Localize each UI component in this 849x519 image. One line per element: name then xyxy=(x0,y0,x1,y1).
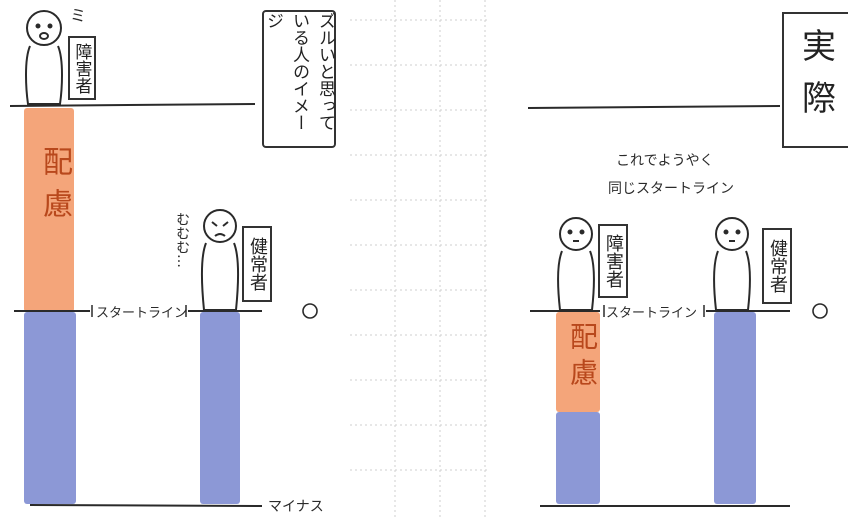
left-zero-label: O xyxy=(296,296,297,297)
right-note-line-1: これでようやく xyxy=(616,153,714,169)
left-start-line-label: スタートライン xyxy=(96,306,188,321)
left-panel xyxy=(9,10,318,507)
left-caption: ズルいと思っている人のイメージ xyxy=(263,12,335,131)
left-healthy-blue-bar xyxy=(200,312,240,504)
left-exclaim-mark: ミ xyxy=(70,6,87,25)
right-consideration-label: 配慮 xyxy=(566,322,599,394)
right-title: 実際 xyxy=(795,28,836,132)
right-disabled-label-box: 障害者 xyxy=(598,224,628,298)
left-disabled-blue-bar xyxy=(24,312,76,504)
left-minus-label: マイナス xyxy=(268,499,324,515)
left-consideration-label: 配慮 xyxy=(37,146,72,230)
right-top-line xyxy=(527,105,781,109)
left-healthy-label: 健常者 xyxy=(247,237,268,291)
right-healthy-label: 健常者 xyxy=(767,239,788,293)
right-consideration-bar xyxy=(556,312,600,412)
left-top-line xyxy=(9,103,256,107)
right-healthy-person xyxy=(713,217,751,311)
right-title-box: 実際 xyxy=(782,12,848,148)
right-note-line-2: 同じスタートライン xyxy=(608,181,734,197)
right-start-line-label: スタートライン xyxy=(606,306,698,321)
right-disabled-person xyxy=(557,217,595,311)
dotted-grid xyxy=(350,0,490,519)
left-healthy-label-box: 健常者 xyxy=(242,226,272,302)
right-panel xyxy=(527,105,828,507)
left-consideration-bar xyxy=(24,108,74,312)
left-healthy-person xyxy=(201,209,239,311)
left-disabled-label: 障害者 xyxy=(71,42,92,94)
right-disabled-label: 障害者 xyxy=(603,234,624,288)
left-zero-circle xyxy=(302,303,318,319)
right-disabled-blue-bar xyxy=(556,412,600,504)
right-zero-label: O xyxy=(806,296,807,297)
left-bottom-line xyxy=(29,504,263,507)
left-disabled-label-box: 障害者 xyxy=(68,36,96,100)
right-healthy-blue-bar xyxy=(714,312,756,504)
right-healthy-label-box: 健常者 xyxy=(762,228,792,304)
right-zero-circle xyxy=(812,303,828,319)
left-disabled-person xyxy=(25,10,63,105)
left-mumble: むむむ… xyxy=(174,212,190,268)
left-caption-box: ズルいと思っている人のイメージ xyxy=(262,10,336,148)
